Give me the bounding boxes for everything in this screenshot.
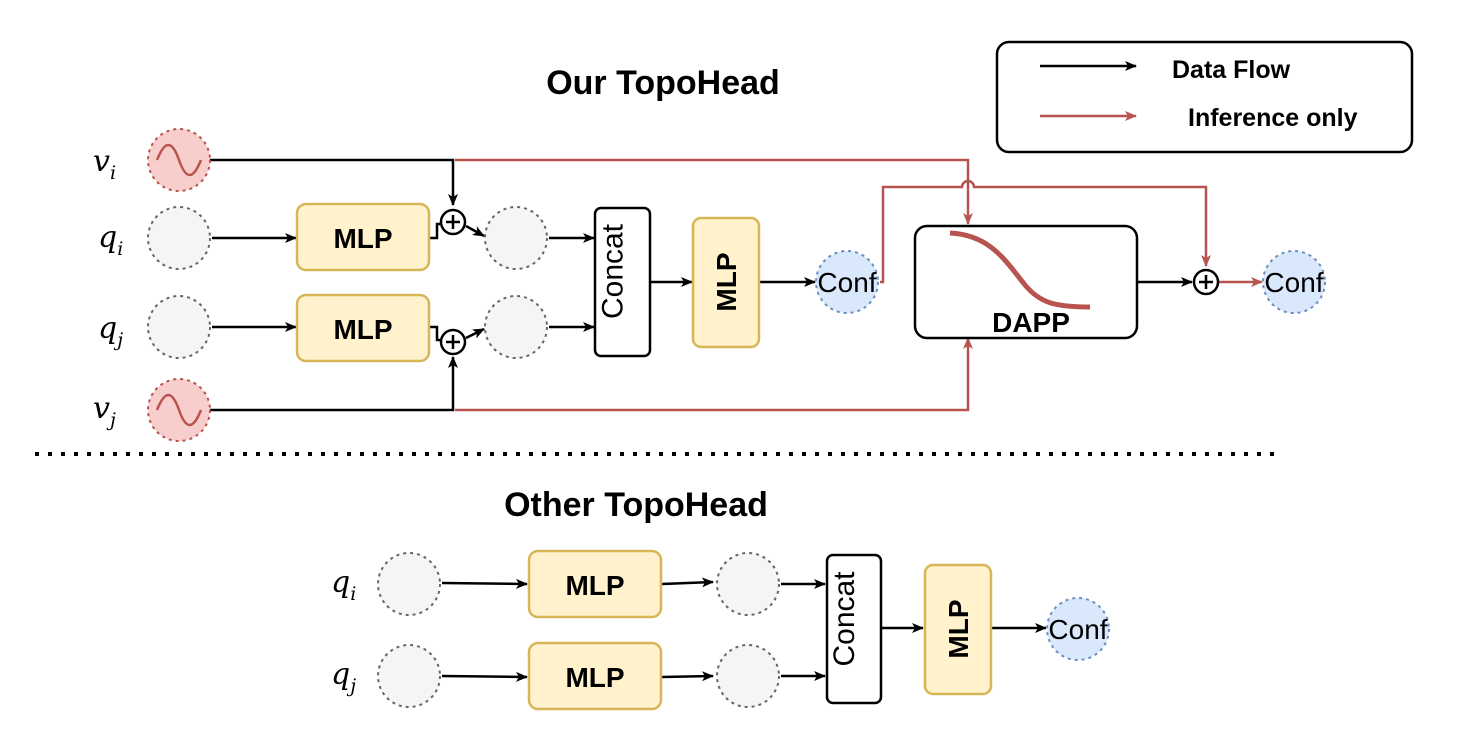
conf-node-final: Conf	[1262, 250, 1326, 314]
svg-text:MLP: MLP	[333, 223, 392, 254]
sine-wave-icon	[155, 393, 203, 427]
svg-text:Conf: Conf	[817, 267, 876, 298]
svg-text:Conf: Conf	[1264, 267, 1323, 298]
flow-vi-to-sum	[208, 158, 458, 206]
label-q-j-other: qj	[331, 657, 356, 697]
node-v-i	[147, 128, 211, 192]
other-flow-mlp-to-node-i	[661, 577, 714, 588]
node-v-j	[147, 378, 211, 442]
sum-node-j	[439, 328, 467, 356]
other-node-embed-j	[716, 644, 780, 708]
label-v-j: vj	[93, 391, 116, 431]
svg-text:MLP: MLP	[943, 599, 974, 658]
other-node-embed-i	[716, 552, 780, 616]
other-flow-qj-to-mlp	[441, 671, 528, 682]
conf-node-raw: Conf	[815, 250, 879, 314]
inference-conf-to-sum	[880, 179, 1211, 284]
svg-text:MLP: MLP	[711, 252, 742, 311]
label-q-j: qj	[98, 311, 123, 351]
other-flow-mlp-to-node-j	[661, 671, 714, 682]
legend-box	[995, 40, 1414, 154]
decay-curve-icon	[949, 230, 1091, 310]
node-q-j	[147, 295, 211, 359]
svg-text:DAPP: DAPP	[992, 307, 1070, 338]
other-mlp-block-fuse: MLP	[923, 563, 993, 696]
other-mlp-block-i: MLP	[527, 549, 663, 619]
label-q-i: qi	[98, 220, 123, 260]
svg-text:MLP: MLP	[333, 314, 392, 345]
label-q-i-other: qi	[331, 565, 356, 605]
inference-vi-to-dapp	[455, 158, 973, 225]
legend-data-flow-label: Data Flow	[1172, 56, 1291, 84]
svg-text:MLP: MLP	[565, 662, 624, 693]
other-node-q-i	[377, 552, 441, 616]
other-concat-block: Concat	[825, 553, 883, 705]
legend-inference-label: Inference only	[1188, 104, 1358, 132]
title-other-topohead: Other TopoHead	[504, 486, 768, 524]
node-embed-i	[484, 206, 548, 270]
svg-text:Conf: Conf	[1048, 614, 1107, 645]
other-flow-qi-to-mlp	[441, 578, 528, 589]
flow-mlp-to-sum-i	[430, 222, 440, 240]
svg-text:Concat: Concat	[828, 571, 861, 667]
sine-wave-icon	[155, 143, 203, 177]
other-node-q-j	[377, 644, 441, 708]
dapp-block: DAPP	[913, 224, 1139, 340]
sum-node-i	[439, 208, 467, 236]
title-our-topohead: Our TopoHead	[546, 64, 780, 102]
inference-vj-to-dapp	[455, 337, 973, 412]
svg-text:Concat: Concat	[597, 223, 630, 319]
mlp-block-fuse: MLP	[691, 216, 761, 349]
legend: Data Flow Inference only	[995, 40, 1414, 154]
flow-sum-i-to-node	[465, 224, 485, 238]
flow-sum-j-to-node	[465, 327, 485, 340]
flow-vj-to-sum	[208, 356, 458, 412]
node-q-i	[147, 206, 211, 270]
node-embed-j	[484, 295, 548, 359]
concat-block: Concat	[593, 206, 652, 358]
mlp-block-i: MLP	[295, 202, 431, 272]
other-conf-node: Conf	[1046, 597, 1110, 661]
svg-text:MLP: MLP	[565, 570, 624, 601]
mlp-block-j: MLP	[295, 293, 431, 363]
sum-node-final	[1192, 268, 1220, 296]
other-mlp-block-j: MLP	[527, 641, 663, 711]
flow-mlp-to-sum-j	[430, 325, 440, 342]
label-v-i: vi	[93, 144, 116, 184]
